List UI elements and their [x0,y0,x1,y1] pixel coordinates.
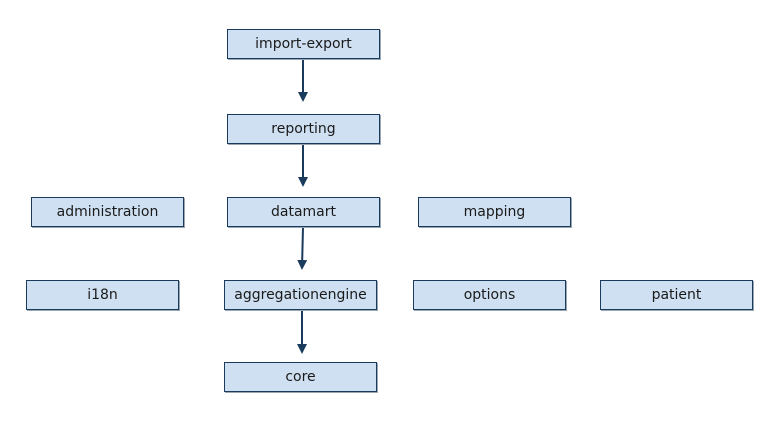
node-i18n[interactable]: i18n [26,280,179,310]
node-datamart[interactable]: datamart [227,197,380,227]
node-core[interactable]: core [224,362,377,392]
node-import-export[interactable]: import-export [227,29,380,59]
node-reporting[interactable]: reporting [227,114,380,144]
node-aggregationengine[interactable]: aggregationengine [224,280,377,310]
edge-datamart-to-aggregationengine [297,226,308,270]
node-patient[interactable]: patient [600,280,753,310]
node-mapping[interactable]: mapping [418,197,571,227]
node-options[interactable]: options [413,280,566,310]
node-administration[interactable]: administration [31,197,184,227]
